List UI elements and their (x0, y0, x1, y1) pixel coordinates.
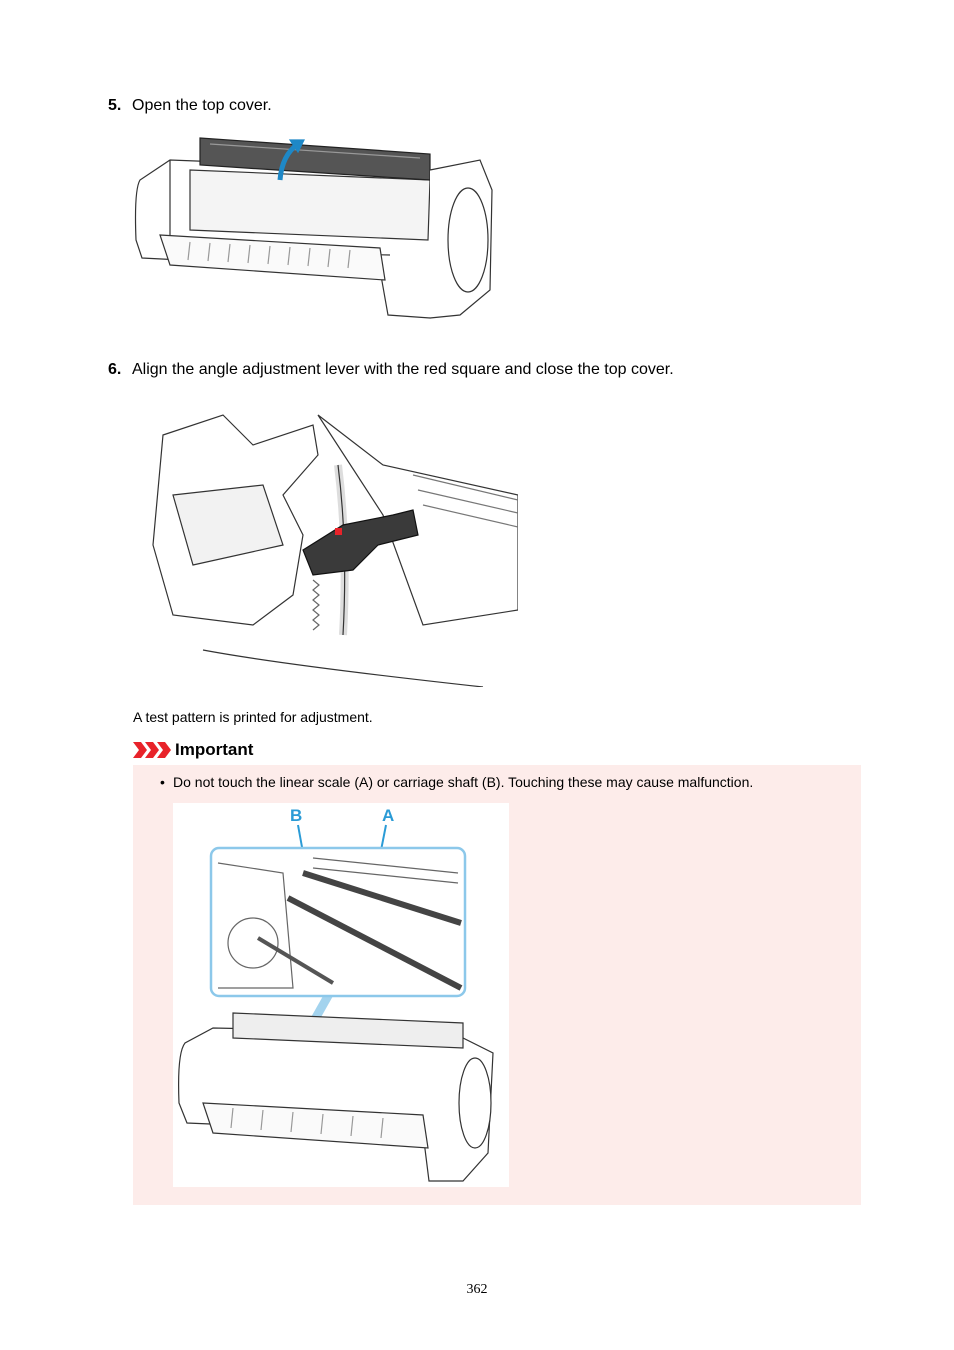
adjustment-note: A test pattern is printed for adjustment… (133, 709, 373, 725)
linear-scale-carriage-shaft-figure: B A (173, 803, 509, 1187)
step-text: Open the top cover. (132, 97, 272, 114)
page-number: 362 (466, 1282, 488, 1297)
printer-open-cover-figure (134, 137, 493, 319)
bullet-text: Do not touch the linear scale (A) or car… (173, 774, 754, 790)
important-label: Important (175, 740, 254, 759)
step-text: Align the angle adjustment lever with th… (132, 361, 674, 378)
important-heading: Important (133, 740, 253, 760)
label-b: B (290, 806, 302, 825)
step-5: 5. Open the top cover. (108, 97, 272, 115)
important-bullet: • Do not touch the linear scale (A) or ca… (160, 774, 753, 790)
step-number: 5. (108, 97, 122, 114)
step-6: 6. Align the angle adjustment lever with … (108, 361, 674, 379)
triple-chevron-icon (133, 742, 171, 758)
step-number: 6. (108, 361, 122, 378)
label-a: A (382, 806, 394, 825)
angle-lever-figure (152, 414, 518, 687)
bullet-dot: • (160, 774, 165, 790)
